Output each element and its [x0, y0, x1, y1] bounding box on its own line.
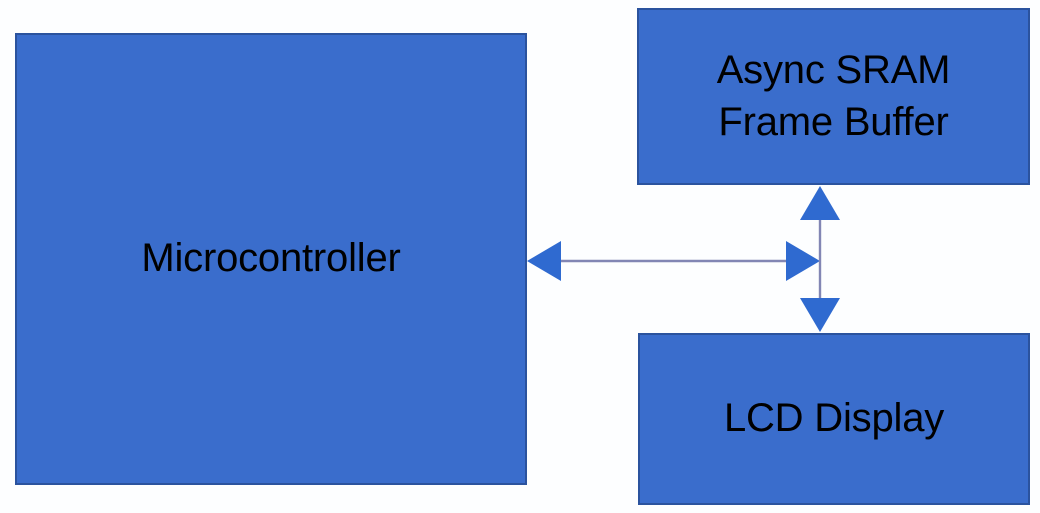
- block-lcd-display-label: LCD Display: [723, 396, 945, 441]
- block-async-sram-frame-buffer-label: Async SRAM Frame Buffer: [716, 48, 951, 144]
- block-lcd-display[interactable]: LCD Display: [638, 333, 1030, 505]
- arrowhead-down-icon: [800, 298, 840, 332]
- block-async-sram-frame-buffer[interactable]: Async SRAM Frame Buffer: [637, 8, 1030, 185]
- arrowhead-right-icon: [786, 241, 820, 281]
- block-microcontroller[interactable]: Microcontroller: [15, 33, 527, 485]
- arrowhead-left-icon: [527, 241, 561, 281]
- connector-sram-lcd-bus: [800, 186, 840, 332]
- connector-microcontroller-bus: [527, 241, 820, 281]
- arrowhead-up-icon: [800, 186, 840, 220]
- block-microcontroller-label: Microcontroller: [141, 236, 401, 281]
